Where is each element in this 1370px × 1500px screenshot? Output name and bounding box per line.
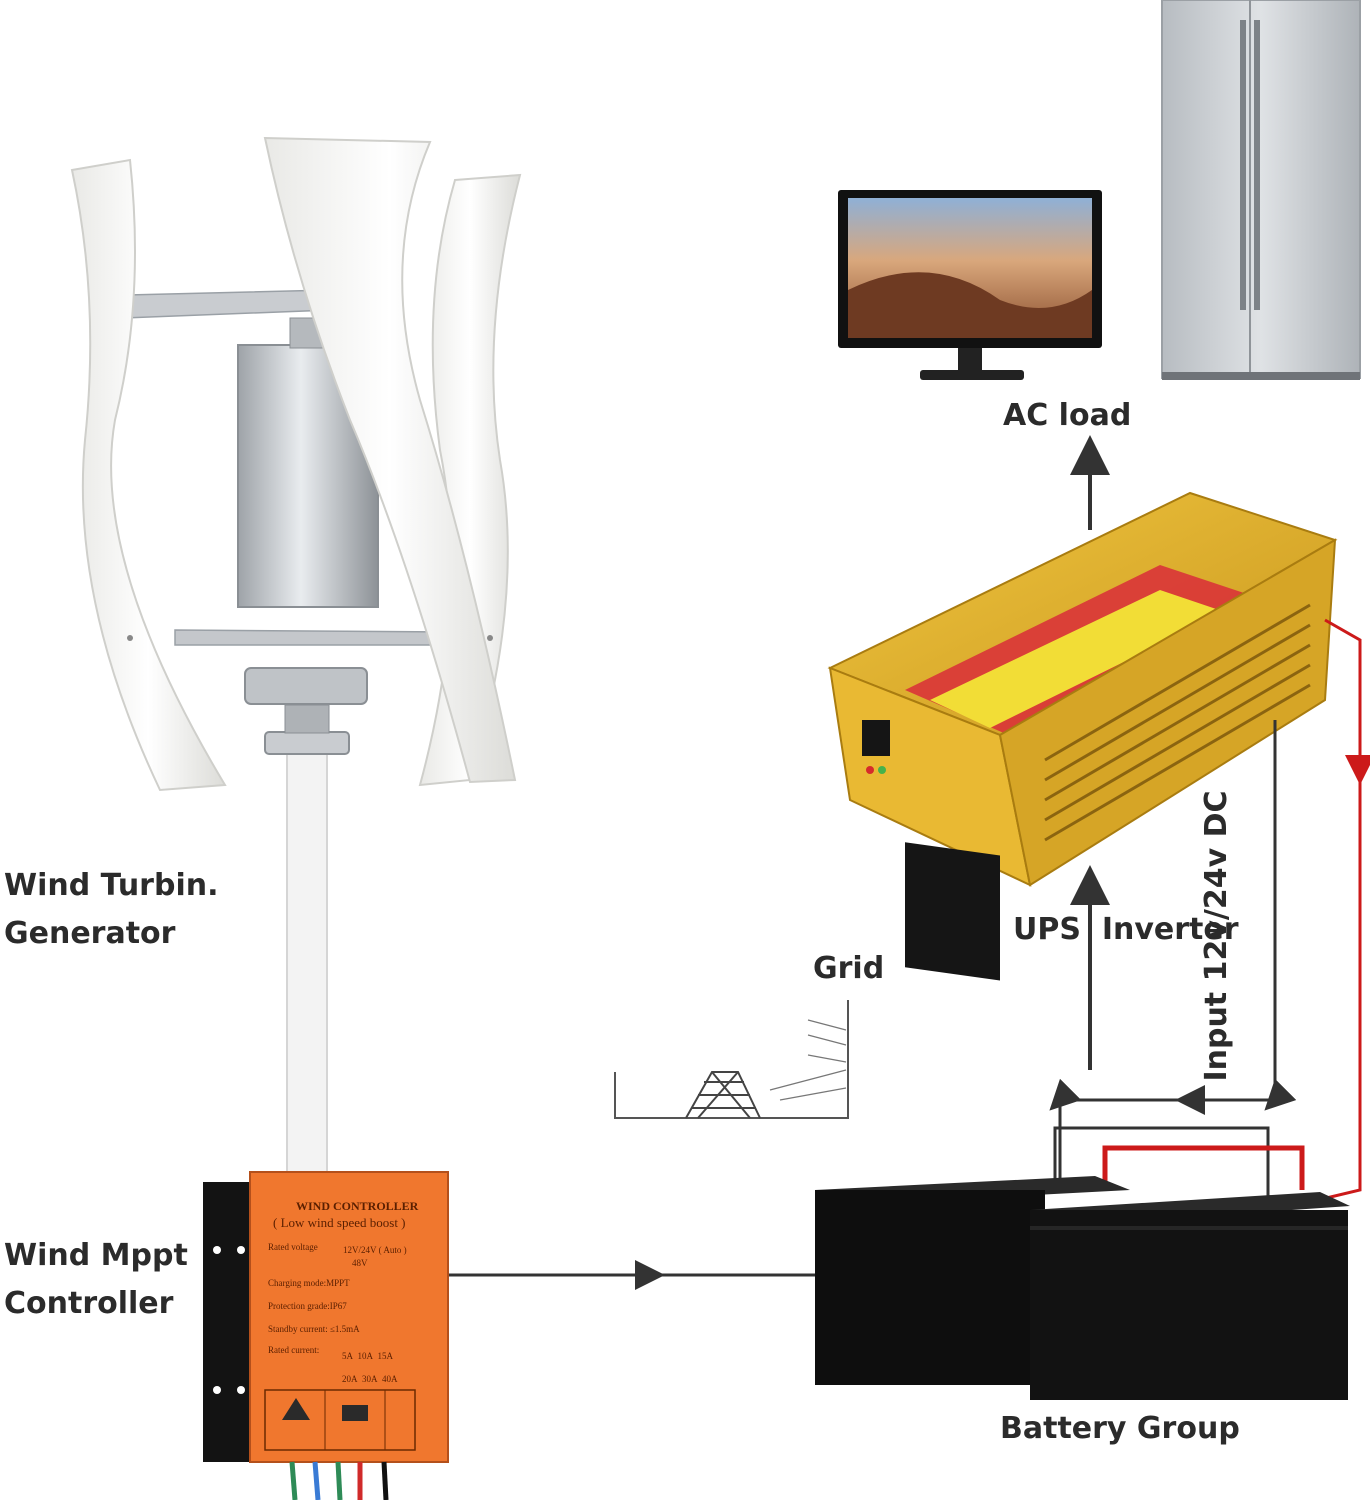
turbine-mast: [286, 749, 328, 1181]
controller-current-row-1: 5A 10A 15A: [342, 1351, 393, 1361]
current-option: 15A: [377, 1351, 394, 1361]
grid-tower-icon: [614, 1000, 849, 1119]
controller-rated-voltage: Rated voltage: [268, 1242, 318, 1252]
label-ups-inverter: UPS Inverter: [1013, 912, 1239, 947]
controller-current-row-2: 20A 30A 40A: [342, 1374, 398, 1384]
battery-front: [1030, 1192, 1350, 1400]
label-wind-turbine-line-1: Wind Turbin.: [4, 868, 219, 903]
turbine-hub: [244, 667, 368, 705]
label-wind-turbine-generator: Wind Turbin. Generator: [4, 862, 218, 958]
wind-turbine-generator: [70, 136, 522, 1181]
current-option: 20A: [342, 1374, 358, 1384]
monitor-icon: [838, 190, 1102, 380]
turbine-lower-arm: [174, 629, 451, 646]
label-battery-group: Battery Group: [1000, 1411, 1240, 1446]
battery-wiring: [1049, 618, 1370, 1202]
turbine-blade-front: [263, 136, 517, 784]
controller-charging-mode: Charging mode:MPPT: [268, 1278, 350, 1288]
inverter-positive-wire: [1317, 618, 1362, 1202]
controller-protection: Protection grade:IP67: [268, 1301, 347, 1311]
inverter-power-switch: [862, 720, 890, 756]
wind-mppt-controller: [203, 1171, 449, 1500]
current-option: 5A: [342, 1351, 353, 1361]
refrigerator-icon: [1161, 0, 1361, 380]
label-ac-load: AC load: [1003, 398, 1132, 433]
current-option: 30A: [362, 1374, 378, 1384]
current-option: 10A: [357, 1351, 374, 1361]
turbine-blade-left: [70, 158, 227, 792]
controller-title: WIND CONTROLLER: [296, 1199, 419, 1213]
battery-group: [815, 1176, 1350, 1400]
inverter-negative-wire: [1049, 720, 1297, 1188]
controller-bracket: [203, 1182, 255, 1462]
label-controller-line-1: Wind Mppt: [4, 1238, 188, 1273]
label-input-dc: Input 12v/24v DC: [1199, 790, 1234, 1082]
current-option: 40A: [382, 1374, 398, 1384]
label-wind-mppt-controller: Wind Mppt Controller: [4, 1232, 188, 1328]
battery-back: [815, 1176, 1130, 1385]
turbine-upper-arm: [124, 289, 331, 319]
inverter-outlet: [905, 842, 1000, 981]
label-controller-line-2: Controller: [4, 1286, 174, 1321]
controller-standby: Standby current: ≤1.5mA: [268, 1324, 360, 1334]
controller-rated-current: Rated current:: [268, 1345, 320, 1355]
ups-inverter: [827, 491, 1338, 981]
controller-subtitle: ( Low wind speed boost ): [273, 1215, 406, 1230]
controller-voltage-option-2: 48V: [352, 1258, 368, 1268]
label-wind-turbine-line-2: Generator: [4, 916, 176, 951]
controller-voltage-option-1: 12V/24V ( Auto ): [343, 1245, 407, 1255]
label-grid: Grid: [813, 951, 885, 986]
